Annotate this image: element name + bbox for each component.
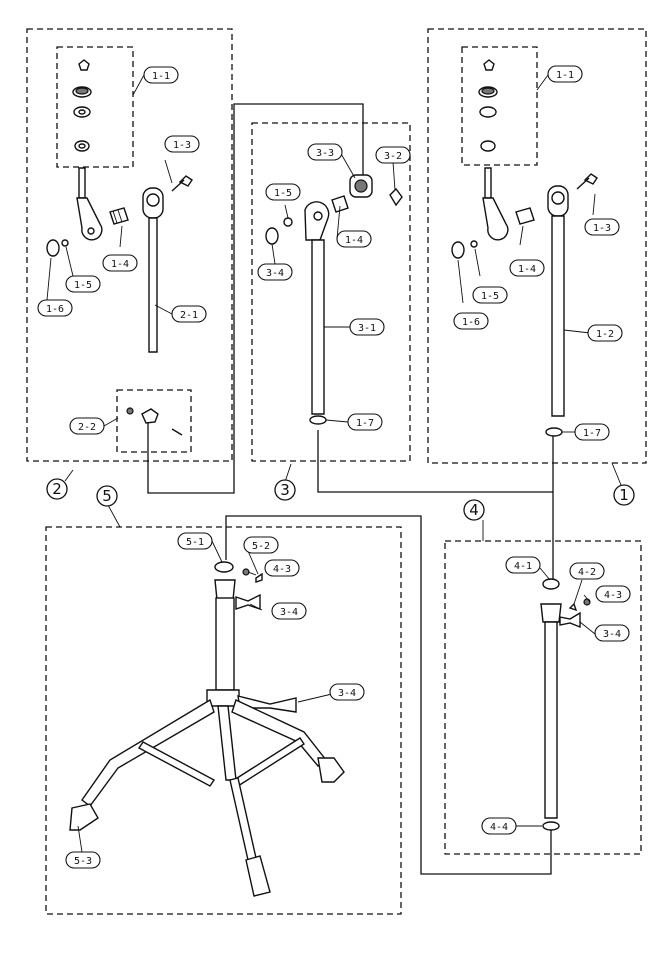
svg-text:4: 4 bbox=[469, 501, 479, 519]
svg-text:3-2: 3-2 bbox=[384, 151, 402, 162]
part-label: 5-2 bbox=[243, 536, 279, 554]
svg-text:1-5: 1-5 bbox=[274, 188, 292, 199]
svg-text:2: 2 bbox=[52, 480, 62, 498]
svg-text:1-6: 1-6 bbox=[462, 317, 480, 328]
part-label: 3-1 bbox=[349, 318, 385, 336]
part-label: 3-4 bbox=[257, 263, 293, 281]
group-3-box bbox=[251, 122, 411, 462]
svg-text:1-2: 1-2 bbox=[596, 329, 614, 340]
leader-lines bbox=[46, 74, 622, 853]
svg-text:3-3: 3-3 bbox=[316, 148, 334, 159]
part-label: 4-3 bbox=[595, 585, 631, 603]
svg-text:4-3: 4-3 bbox=[604, 590, 622, 601]
svg-text:3-4: 3-4 bbox=[266, 268, 284, 279]
group-2-parts bbox=[46, 59, 193, 436]
svg-text:1-1: 1-1 bbox=[556, 70, 574, 81]
part-label: 1-7 bbox=[347, 413, 383, 431]
connector-2-to-3 bbox=[147, 103, 364, 494]
part-label: 4-1 bbox=[505, 556, 541, 574]
part-label: 1-2 bbox=[587, 324, 623, 342]
svg-text:2-1: 2-1 bbox=[180, 310, 198, 321]
group-2-2-2-subbox bbox=[116, 389, 192, 453]
connector-5-to-4 bbox=[225, 515, 552, 875]
group-1-1-1-subbox bbox=[461, 46, 538, 166]
part-label: 1-3 bbox=[164, 135, 200, 153]
part-label: 1-1 bbox=[143, 66, 179, 84]
group-5-parts bbox=[69, 561, 345, 897]
part-label: 5-3 bbox=[65, 851, 101, 869]
svg-text:1-5: 1-5 bbox=[74, 280, 92, 291]
part-labels: 1-1 1-3 1-4 1-5 1-6 2-1 2-2 3-3 3-2 1-5 … bbox=[37, 65, 631, 869]
group-number-3: 3 bbox=[274, 479, 296, 501]
part-label: 1-7 bbox=[574, 423, 610, 441]
group-4-box bbox=[444, 540, 642, 855]
svg-text:2-2: 2-2 bbox=[78, 422, 96, 433]
part-label: 1-5 bbox=[65, 275, 101, 293]
connector-3-to-1 bbox=[317, 430, 554, 493]
svg-text:4-3: 4-3 bbox=[273, 564, 291, 575]
svg-text:5: 5 bbox=[102, 487, 112, 505]
svg-text:3-1: 3-1 bbox=[358, 323, 376, 334]
part-label: 3-4 bbox=[329, 683, 365, 701]
svg-text:1-4: 1-4 bbox=[345, 235, 363, 246]
part-label: 1-4 bbox=[102, 254, 138, 272]
part-label: 1-1 bbox=[547, 65, 583, 83]
svg-text:1-7: 1-7 bbox=[583, 428, 601, 439]
group-1-box bbox=[427, 28, 647, 464]
group-2-box bbox=[26, 28, 233, 462]
group-2-1-1-subbox bbox=[56, 46, 134, 168]
part-label: 1-3 bbox=[584, 218, 620, 236]
svg-text:1-7: 1-7 bbox=[356, 418, 374, 429]
part-label: 1-6 bbox=[37, 299, 73, 317]
svg-text:1: 1 bbox=[619, 486, 629, 504]
svg-text:5-1: 5-1 bbox=[186, 537, 204, 548]
svg-text:4-4: 4-4 bbox=[490, 822, 508, 833]
svg-text:4-2: 4-2 bbox=[578, 567, 596, 578]
svg-text:5-2: 5-2 bbox=[252, 541, 270, 552]
group-5-box bbox=[45, 526, 402, 915]
part-label: 3-4 bbox=[594, 624, 630, 642]
svg-text:1-3: 1-3 bbox=[173, 140, 191, 151]
svg-text:3: 3 bbox=[280, 481, 290, 499]
part-label: 4-4 bbox=[481, 817, 517, 835]
part-label: 2-1 bbox=[171, 305, 207, 323]
part-label: 1-4 bbox=[509, 259, 545, 277]
svg-text:3-4: 3-4 bbox=[338, 688, 356, 699]
part-label: 1-4 bbox=[336, 230, 372, 248]
part-label: 3-2 bbox=[375, 146, 411, 164]
part-label: 1-5 bbox=[265, 183, 301, 201]
svg-text:1-3: 1-3 bbox=[593, 223, 611, 234]
svg-text:1-4: 1-4 bbox=[111, 259, 129, 270]
group-3-parts bbox=[265, 174, 403, 425]
group-number-4: 4 bbox=[463, 499, 485, 521]
part-label: 2-2 bbox=[69, 417, 105, 435]
part-label: 4-3 bbox=[264, 559, 300, 577]
svg-text:5-3: 5-3 bbox=[74, 856, 92, 867]
part-label: 1-5 bbox=[472, 286, 508, 304]
svg-text:1-4: 1-4 bbox=[518, 264, 536, 275]
svg-text:3-4: 3-4 bbox=[603, 629, 621, 640]
group-4-parts bbox=[540, 578, 591, 831]
svg-text:1-6: 1-6 bbox=[46, 304, 64, 315]
part-label: 4-2 bbox=[569, 562, 605, 580]
part-label: 3-4 bbox=[271, 602, 307, 620]
svg-text:3-4: 3-4 bbox=[280, 607, 298, 618]
part-label: 5-1 bbox=[177, 532, 213, 550]
group-number-1: 1 bbox=[613, 484, 635, 506]
svg-text:1-1: 1-1 bbox=[152, 71, 170, 82]
svg-text:4-1: 4-1 bbox=[514, 561, 532, 572]
part-label: 3-3 bbox=[307, 143, 343, 161]
part-label: 1-6 bbox=[453, 312, 489, 330]
group-number-5: 5 bbox=[96, 485, 118, 507]
group-number-2: 2 bbox=[46, 478, 68, 500]
group-1-parts bbox=[451, 59, 598, 437]
svg-text:1-5: 1-5 bbox=[481, 291, 499, 302]
